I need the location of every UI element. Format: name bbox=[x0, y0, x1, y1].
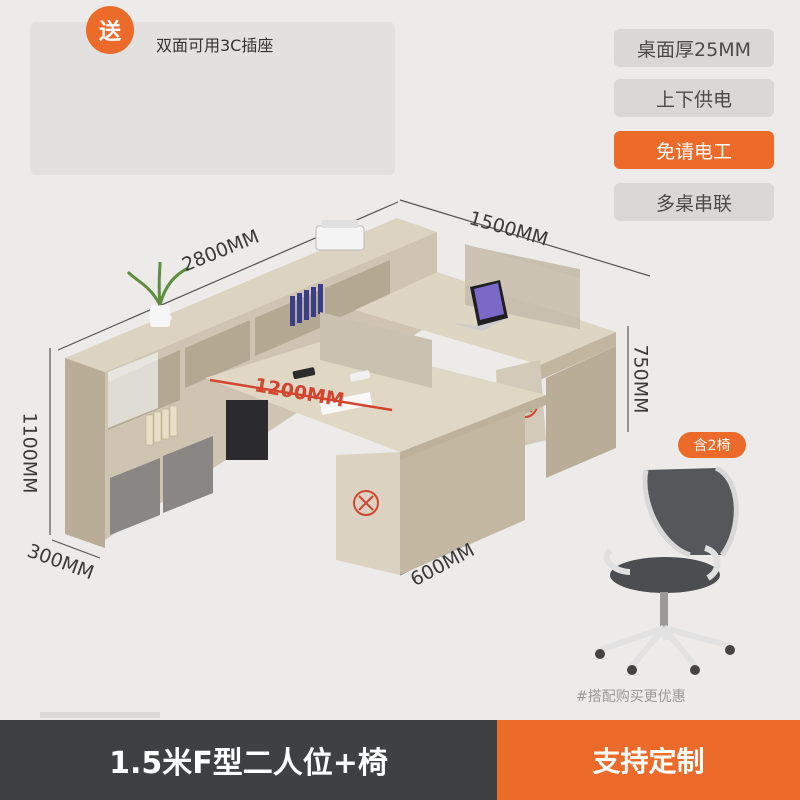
feature-tag-thickness: 桌面厚25MM bbox=[614, 29, 774, 67]
office-chair-icon bbox=[595, 465, 739, 675]
product-name: 1.5米F型二人位+椅 bbox=[0, 720, 497, 800]
feature-tag-no-electrician: 免请电工 bbox=[614, 131, 774, 169]
promo-note: #搭配购买更优惠 bbox=[576, 689, 686, 705]
side-desk bbox=[355, 244, 616, 478]
gift-panel bbox=[30, 22, 395, 175]
ghost-shadow bbox=[40, 712, 160, 718]
feature-tag-multi-desk: 多桌串联 bbox=[614, 183, 774, 221]
gift-title: 双面可用3C插座 bbox=[156, 36, 274, 55]
gift-badge: 送 bbox=[86, 6, 134, 54]
front-desk bbox=[205, 312, 546, 575]
bottom-bar: 1.5米F型二人位+椅 支持定制 bbox=[0, 720, 800, 800]
chair-badge: 含2椅 bbox=[678, 432, 746, 458]
plant-icon bbox=[126, 261, 189, 327]
highlight-line bbox=[209, 378, 393, 412]
dim-height-cabinet: 1100MM bbox=[18, 412, 41, 494]
dim-height-desk: 750MM bbox=[629, 344, 652, 414]
feature-tag-power: 上下供电 bbox=[614, 79, 774, 117]
customize-button[interactable]: 支持定制 bbox=[497, 720, 800, 800]
